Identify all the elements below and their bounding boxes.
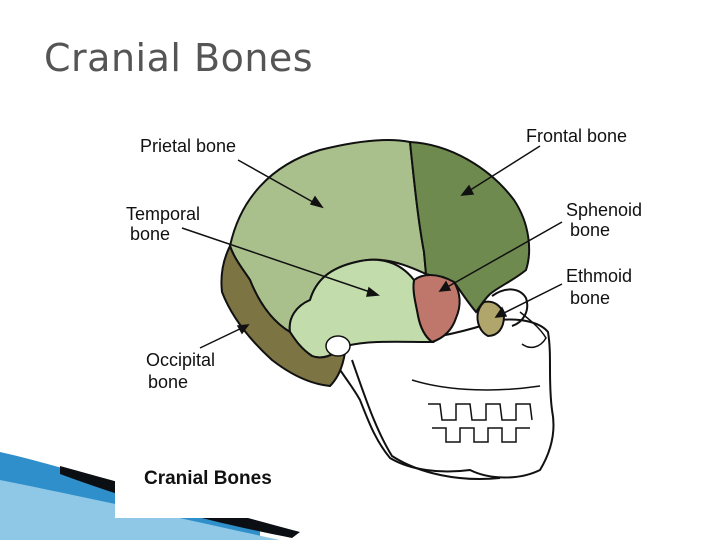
label-temporal-line1: Temporal: [126, 204, 200, 224]
label-sphenoid-line1: Sphenoid: [566, 200, 642, 220]
label-sphenoid-line2: bone: [570, 220, 610, 240]
upper-teeth: [428, 403, 533, 421]
parietal-pointer: [237, 159, 321, 207]
label-frontal: Frontal bone: [526, 126, 627, 146]
nasal-bone: [519, 311, 547, 349]
label-occipital-line1: Occipital: [146, 350, 215, 370]
ethmoid-pointer: [497, 283, 563, 317]
temporal-arrowhead: [366, 286, 380, 297]
label-parietal: Prietal bone: [140, 136, 236, 156]
label-occipital-line2: bone: [148, 372, 188, 392]
ear-opening: [325, 335, 351, 357]
frontal-bone: [408, 140, 531, 314]
label-ethmoid-line2: bone: [570, 288, 610, 308]
occipital-pointer: [199, 325, 247, 349]
slide-title: Cranial Bones: [44, 36, 314, 80]
figure-caption: Cranial Bones: [144, 468, 272, 489]
maxilla-line: [411, 379, 541, 391]
orbit: [491, 288, 529, 327]
sphenoid-pointer: [441, 221, 563, 291]
lower-teeth: [432, 427, 530, 443]
label-temporal-line2: bone: [130, 224, 170, 244]
ethmoid-arrowhead: [494, 306, 508, 318]
parietal-arrowhead: [309, 195, 324, 209]
occipital-arrowhead: [236, 324, 250, 335]
frontal-arrowhead: [460, 184, 475, 196]
mandible: [351, 359, 501, 481]
ethmoid-bone: [476, 300, 506, 338]
frontal-pointer: [463, 145, 541, 195]
sphenoid-arrowhead: [438, 280, 452, 292]
temporal-pointer: [181, 227, 377, 295]
label-ethmoid-line1: Ethmoid: [566, 266, 632, 286]
